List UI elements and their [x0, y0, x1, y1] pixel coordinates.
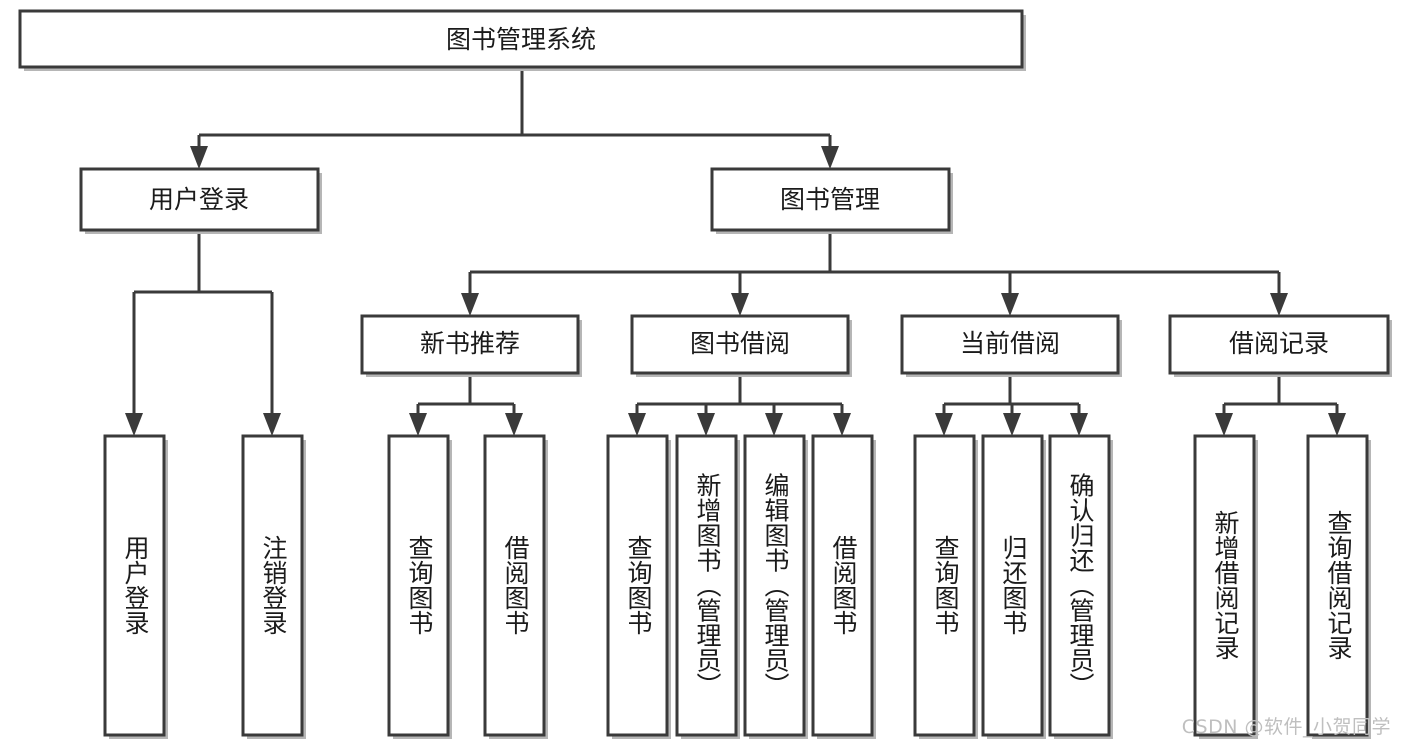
leaf-box[interactable]: [743, 434, 806, 737]
arrow-cb-leaf2: [1003, 413, 1021, 436]
arrow-br-leaf2: [1328, 413, 1346, 436]
node-book-management[interactable]: 图书管理: [710, 167, 953, 234]
leaf-label: 借阅图书: [829, 535, 858, 635]
user-login-box[interactable]: [79, 167, 320, 232]
new-book-label: 新书推荐: [420, 329, 520, 358]
node-user-login[interactable]: 用户登录: [79, 167, 322, 234]
leaf-box[interactable]: [913, 434, 976, 737]
leaf-label: 确认归还（管理员）: [1066, 473, 1095, 698]
leaf-label: 新增图书（管理员）: [693, 473, 722, 698]
arrow-br-leaf1: [1215, 413, 1233, 436]
leaf-box[interactable]: [606, 434, 669, 737]
leaf-book-borrow-borrow[interactable]: 借阅图书: [811, 434, 876, 739]
leaf-label: 编辑图书（管理员）: [761, 473, 790, 698]
leaf-box[interactable]: [1193, 434, 1256, 737]
book-mgmt-label: 图书管理: [780, 185, 880, 214]
leaf-box[interactable]: [811, 434, 874, 737]
arrow-to-user-login: [190, 146, 208, 169]
leaf-box[interactable]: [483, 434, 546, 737]
root-label: 图书管理系统: [446, 25, 596, 54]
arrow-leaf-user-login: [125, 413, 143, 436]
leaf-borrow-record-add[interactable]: 新增借阅记录: [1193, 434, 1258, 739]
node-new-book-recommend[interactable]: 新书推荐: [360, 314, 582, 377]
arrow-bb-leaf2: [697, 413, 715, 436]
user-login-label: 用户登录: [149, 185, 249, 214]
borrow-record-label: 借阅记录: [1229, 329, 1329, 358]
book-borrow-box[interactable]: [630, 314, 850, 375]
leaf-borrow-record-query[interactable]: 查询借阅记录: [1306, 434, 1371, 739]
arrow-to-new-book: [461, 293, 479, 316]
arrow-cb-leaf3: [1070, 413, 1088, 436]
arrow-to-book-mgmt: [821, 146, 839, 169]
leaf-box[interactable]: [981, 434, 1044, 737]
node-book-borrow[interactable]: 图书借阅: [630, 314, 852, 377]
current-borrow-box[interactable]: [900, 314, 1120, 375]
arrow-to-current-borrow: [1001, 293, 1019, 316]
leaf-label: 借阅图书: [501, 535, 530, 635]
leaf-box[interactable]: [241, 434, 304, 737]
leaf-box[interactable]: [103, 434, 166, 737]
leaf-book-borrow-edit[interactable]: 编辑图书（管理员）: [743, 434, 808, 739]
csdn-watermark: CSDN @软件_小贺同学: [1181, 716, 1391, 738]
leaf-new-book-query[interactable]: 查询图书: [387, 434, 452, 739]
connector-layer: [125, 67, 1346, 436]
new-book-box[interactable]: [360, 314, 580, 375]
arrow-to-book-borrow: [731, 293, 749, 316]
leaf-box[interactable]: [387, 434, 450, 737]
leaf-label: 注销登录: [259, 535, 288, 635]
leaf-box[interactable]: [1048, 434, 1111, 737]
leaf-book-borrow-query[interactable]: 查询图书: [606, 434, 671, 739]
leaf-label: 归还图书: [999, 535, 1028, 635]
leaf-box[interactable]: [1306, 434, 1369, 737]
book-mgmt-box[interactable]: [710, 167, 951, 232]
arrow-bb-leaf1: [628, 413, 646, 436]
leaf-user-login-signin[interactable]: 用户登录: [103, 434, 168, 739]
leaf-label: 查询图书: [405, 535, 434, 635]
node-borrow-record[interactable]: 借阅记录: [1168, 314, 1392, 377]
node-root-system[interactable]: 图书管理系统: [18, 9, 1026, 71]
leaf-current-borrow-query[interactable]: 查询图书: [913, 434, 978, 739]
arrow-leaf-logout: [263, 413, 281, 436]
current-borrow-label: 当前借阅: [960, 329, 1060, 358]
leaf-label: 查询借阅记录: [1324, 510, 1353, 660]
arrow-cb-leaf1: [935, 413, 953, 436]
leaf-current-borrow-confirm-return[interactable]: 确认归还（管理员）: [1048, 434, 1113, 739]
leaf-new-book-borrow[interactable]: 借阅图书: [483, 434, 548, 739]
leaf-book-borrow-add[interactable]: 新增图书（管理员）: [675, 434, 740, 739]
leaf-box[interactable]: [675, 434, 738, 737]
leaf-label: 新增借阅记录: [1211, 510, 1240, 660]
arrow-bb-leaf4: [833, 413, 851, 436]
node-current-borrow[interactable]: 当前借阅: [900, 314, 1122, 377]
root-box[interactable]: [18, 9, 1024, 69]
arrow-newbook-leaf2: [505, 413, 523, 436]
borrow-record-box[interactable]: [1168, 314, 1390, 375]
book-borrow-label: 图书借阅: [690, 329, 790, 358]
leaf-label: 查询图书: [624, 535, 653, 635]
leaf-current-borrow-return[interactable]: 归还图书: [981, 434, 1046, 739]
arrow-newbook-leaf1: [409, 413, 427, 436]
leaf-label: 查询图书: [931, 535, 960, 635]
leaf-label: 用户登录: [121, 535, 150, 635]
arrow-to-borrow-record: [1270, 293, 1288, 316]
arrow-bb-leaf3: [765, 413, 783, 436]
leaf-user-login-logout[interactable]: 注销登录: [241, 434, 306, 739]
